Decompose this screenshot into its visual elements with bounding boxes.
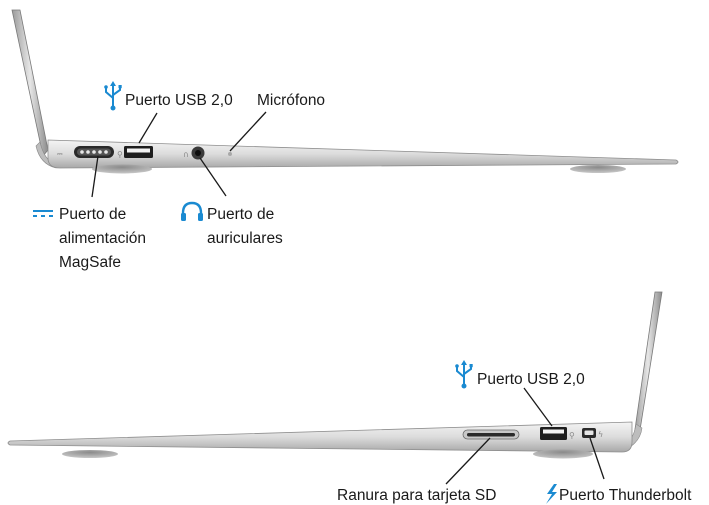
label-magsafe-line1: Puerto de — [59, 206, 126, 223]
laptop-right-side: ⚲ ϟ — [7, 291, 663, 459]
label-thunderbolt: Puerto Thunderbolt — [559, 487, 692, 504]
svg-text:⚲: ⚲ — [117, 150, 123, 159]
usb-icon — [456, 362, 472, 385]
svg-text:∩: ∩ — [183, 150, 189, 159]
svg-text:⚲: ⚲ — [569, 431, 575, 440]
headphone-jack: ∩ — [183, 146, 205, 160]
usb-icon-bottom — [455, 360, 473, 389]
label-microphone: Micrófono — [257, 92, 325, 109]
label-magsafe-line2: alimentación — [59, 230, 146, 247]
callout-line-mic — [229, 111, 267, 152]
laptop-base-left — [47, 139, 679, 169]
magsafe-port: ⎓ — [57, 146, 114, 158]
microphone-hole — [228, 152, 232, 156]
label-sd-slot: Ranura para tarjeta SD — [337, 487, 496, 504]
headphones-icon — [181, 201, 203, 221]
callout-line-magsafe — [91, 155, 99, 198]
callout-line-usb-top — [138, 112, 158, 144]
usb-port-left: ⚲ — [117, 146, 153, 159]
label-headphone-line2: auriculares — [207, 230, 283, 247]
callout-lines-bottom — [445, 387, 605, 485]
label-magsafe-line3: MagSafe — [59, 254, 121, 271]
sd-card-slot — [462, 429, 520, 440]
rubber-foot — [570, 165, 626, 173]
callout-lines-top — [91, 111, 267, 198]
laptop-base-right — [7, 421, 633, 453]
callout-line-sd — [445, 437, 491, 485]
label-headphone-line1: Puerto de — [207, 206, 274, 223]
callout-line-headphone — [199, 157, 227, 197]
usb-port-right: ⚲ — [540, 427, 575, 440]
laptop-lid-right — [633, 291, 663, 438]
thunderbolt-icon — [546, 484, 557, 504]
callout-line-usb-bottom — [523, 387, 553, 427]
power-dc-icon — [33, 210, 53, 217]
usb-icon — [105, 83, 121, 109]
rubber-foot — [533, 449, 593, 459]
usb-icon-top — [104, 81, 122, 111]
thunderbolt-port: ϟ — [582, 428, 603, 439]
laptop-left-side: ⎓ ⚲ ∩ — [11, 9, 679, 174]
svg-text:⎓: ⎓ — [57, 150, 63, 158]
laptop-lid-left — [11, 9, 49, 157]
callout-line-thunderbolt — [589, 437, 605, 480]
label-usb-top: Puerto USB 2,0 — [125, 92, 233, 109]
rubber-foot — [62, 450, 118, 458]
svg-text:ϟ: ϟ — [598, 430, 603, 439]
label-usb-bottom: Puerto USB 2,0 — [477, 371, 585, 388]
rubber-foot — [92, 164, 152, 174]
